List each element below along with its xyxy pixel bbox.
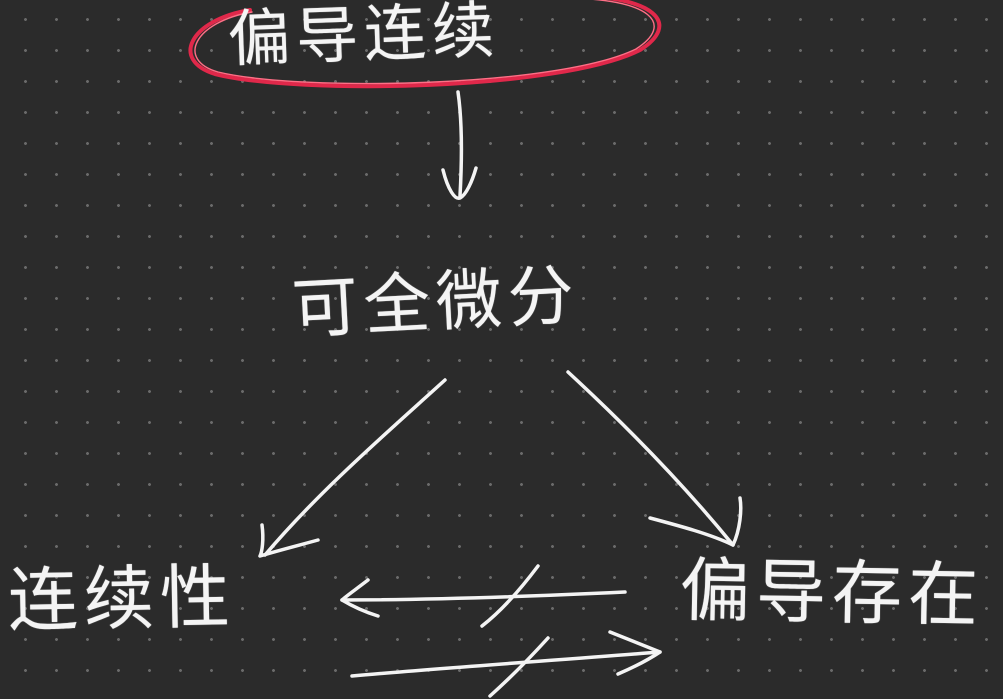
arrow-middle-to-right [566,370,735,547]
arrow-left-to-right-negated-head [608,630,662,676]
arrow-left-to-right-negated [350,650,662,678]
highlight-ellipse-glow [194,0,655,85]
arrow-right-to-left-negated-head [340,578,380,618]
arrow-middle-to-left-head [258,523,320,558]
top-node-label: 偏导连续 [226,0,502,76]
right-node-label: 偏导存在 [679,549,985,637]
middle-node-label: 可全微分 [290,256,582,349]
arrow-left-to-right-slash [488,636,550,698]
arrow-middle-to-right-head [648,496,743,547]
arrow-right-to-left-negated [340,590,627,602]
highlight-ellipse [188,0,662,89]
arrow-right-to-left-slash [480,564,540,628]
arrow-top-to-middle-head [441,166,478,200]
arrow-middle-to-left [263,378,447,557]
arrow-top-to-middle [456,90,464,198]
left-node-label: 连续性 [7,556,237,642]
